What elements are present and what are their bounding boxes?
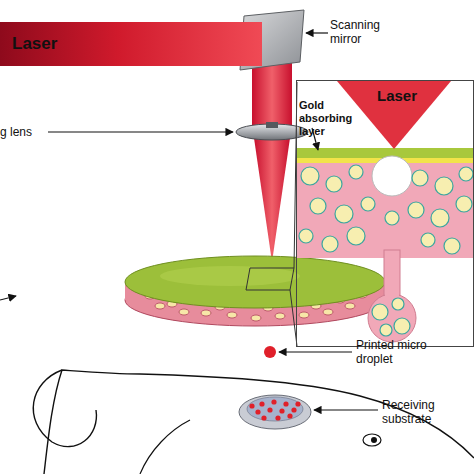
mouse-eye xyxy=(363,434,381,446)
laser-cone-fill xyxy=(337,81,451,149)
cell xyxy=(421,233,435,247)
cell xyxy=(435,177,453,195)
mouse-pupil xyxy=(371,437,377,443)
cell xyxy=(412,170,428,186)
cell xyxy=(301,167,319,185)
callout-label: Printed micro droplet xyxy=(356,338,448,366)
cell xyxy=(385,211,399,225)
cell xyxy=(347,227,365,245)
printed-dot xyxy=(271,399,276,404)
inset-detail-box: Gold absorbing layerLaser xyxy=(296,80,474,347)
printed-dots xyxy=(249,399,300,420)
lens-mount xyxy=(266,122,278,128)
cell xyxy=(275,313,285,319)
printed-dot xyxy=(261,415,266,420)
printed-dot xyxy=(291,407,296,412)
printed-dot xyxy=(287,413,292,418)
printed-dot xyxy=(255,409,260,414)
focused-beam xyxy=(254,138,290,262)
mouse-ear xyxy=(33,370,96,447)
printed-dot xyxy=(275,415,280,420)
cell xyxy=(155,303,165,309)
cell xyxy=(380,324,392,336)
cell xyxy=(299,229,313,243)
cell xyxy=(299,312,309,318)
callout-label: g lens xyxy=(0,125,46,139)
printed-dot xyxy=(283,401,288,406)
vapor-bubble xyxy=(372,156,412,196)
cell xyxy=(227,312,237,318)
cell xyxy=(349,165,363,179)
substrate-well xyxy=(247,397,303,421)
callout-label: Receiving substrate xyxy=(382,398,466,426)
micro-droplet xyxy=(264,346,276,358)
leader-arrow xyxy=(279,351,352,352)
cell xyxy=(322,236,338,252)
cell xyxy=(408,202,424,218)
cell xyxy=(392,298,404,310)
cell xyxy=(310,198,326,214)
cell xyxy=(456,196,472,212)
cell xyxy=(179,309,189,315)
cell xyxy=(372,304,388,320)
inset-illustration xyxy=(297,148,473,342)
printed-dot xyxy=(259,401,264,406)
laser-cone: Laser xyxy=(337,81,451,149)
layer-highlight xyxy=(160,266,300,286)
laser-beam xyxy=(252,62,292,128)
printed-dot xyxy=(279,408,284,413)
cell xyxy=(251,315,261,321)
scan-area xyxy=(246,268,294,290)
leader-arrow xyxy=(0,296,16,300)
printed-dot xyxy=(249,403,254,408)
gold-layer xyxy=(297,148,473,158)
cell xyxy=(323,309,333,315)
cell xyxy=(326,176,342,192)
cell xyxy=(201,310,211,316)
printed-dot xyxy=(267,407,272,412)
laser-source-beam: Laser xyxy=(0,22,262,66)
mouse-outline xyxy=(140,420,190,474)
callout-label: Scanning mirror xyxy=(330,18,402,46)
cell xyxy=(361,197,375,211)
cell xyxy=(459,167,473,181)
printed-dot xyxy=(295,401,300,406)
cell-group xyxy=(299,165,473,336)
cell xyxy=(394,318,410,334)
mouse-outline xyxy=(44,370,474,474)
cell xyxy=(431,209,449,227)
gold-layer-top xyxy=(125,256,385,308)
receiving-substrate xyxy=(239,395,311,429)
leader-arrow xyxy=(314,409,378,410)
cell xyxy=(335,205,353,223)
leader-arrow xyxy=(48,131,233,132)
cell xyxy=(345,303,355,309)
node-label: Laser xyxy=(377,87,417,105)
node-label: Laser xyxy=(0,22,262,66)
jet-neck xyxy=(385,256,399,304)
cell xyxy=(444,238,460,254)
leader-arrow xyxy=(306,32,328,33)
